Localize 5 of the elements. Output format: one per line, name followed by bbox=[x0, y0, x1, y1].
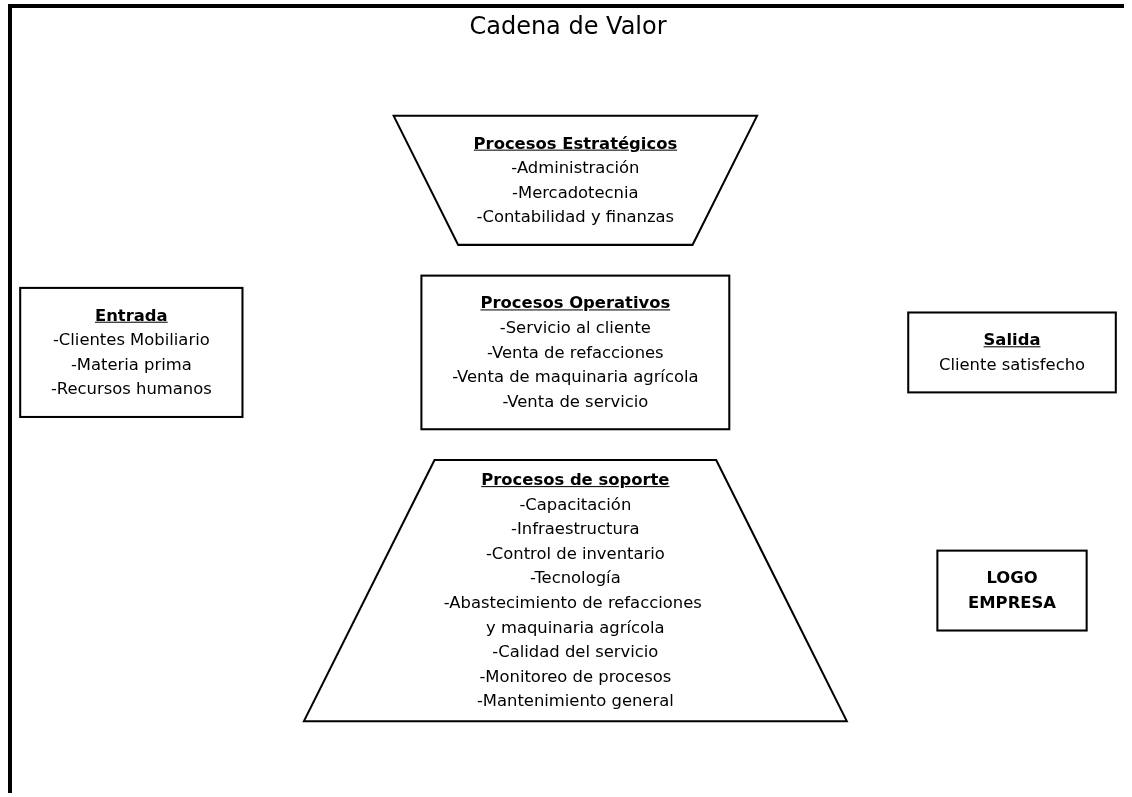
node-box: Salida Cliente satisfecho bbox=[907, 311, 1117, 394]
node-box: Entrada -Clientes Mobiliario -Materia prima -Recursos humanos bbox=[19, 286, 244, 418]
node-box: Procesos Operativos -Servicio al cliente -Venta de refacciones -Venta de maquinaria agrícola -Venta de servicio bbox=[420, 274, 731, 431]
diagram-title: Cadena de Valor bbox=[469, 12, 667, 40]
node-box: LOGO EMPRESA bbox=[936, 549, 1088, 632]
